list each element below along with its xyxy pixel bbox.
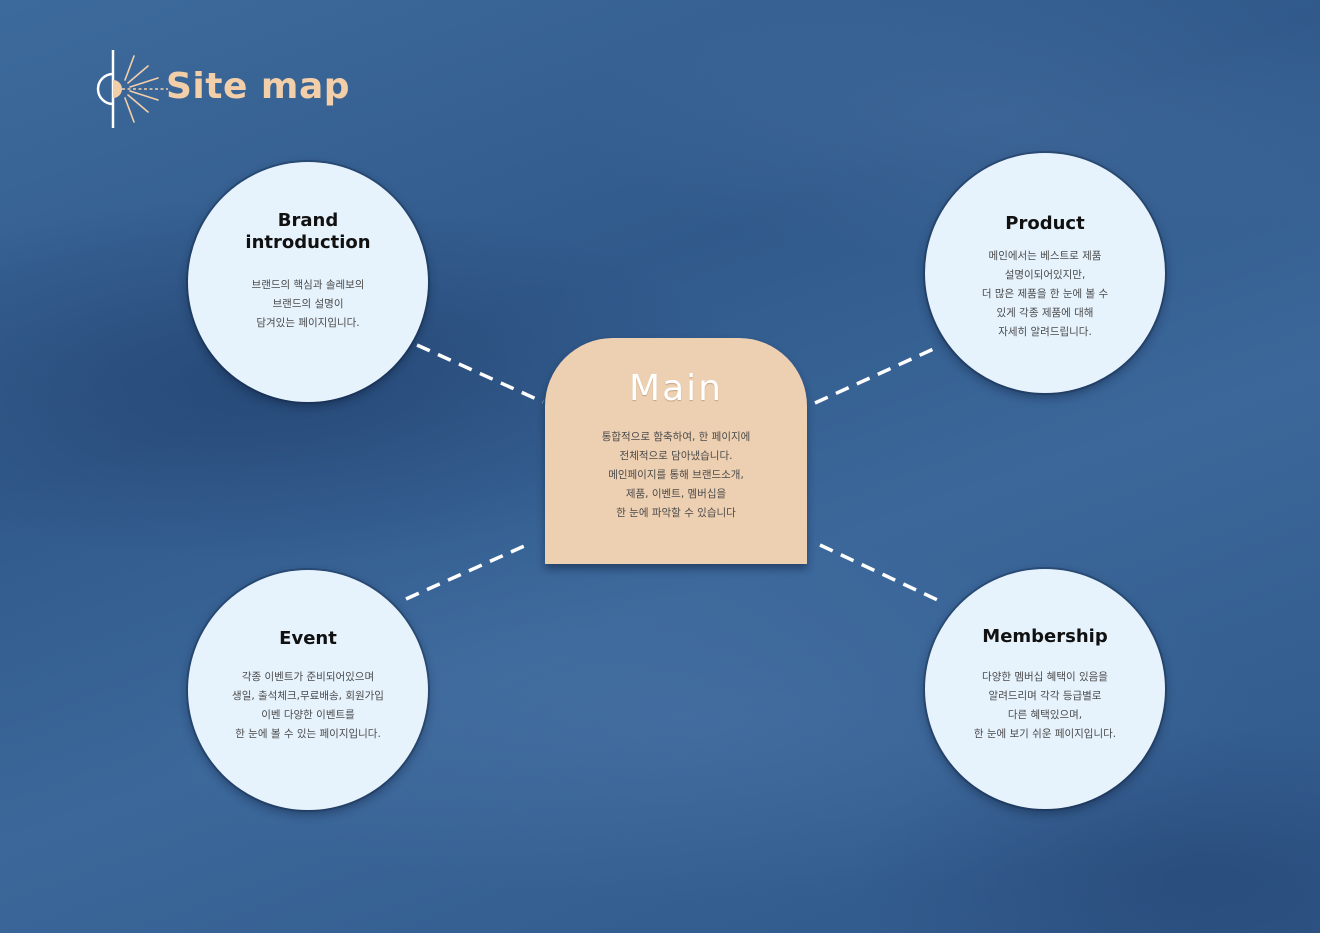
node-description-line: 담겨있는 페이지입니다. xyxy=(256,317,360,329)
main-card[interactable]: Main 통합적으로 함축하여, 한 페이지에 전체적으로 담아냈습니다. 메인… xyxy=(545,338,807,564)
node-description: 각종 이벤트가 준비되어있으며 생일, 출석체크,무료배송, 회원가입 이벤 다… xyxy=(204,668,412,744)
node-description-line: 각종 이벤트가 준비되어있으며 xyxy=(241,671,375,683)
node-description-line: 생일, 출석체크,무료배송, 회원가입 xyxy=(232,690,384,702)
connector-brand xyxy=(416,343,544,404)
node-description-line: 설명이되어있지만, xyxy=(1004,269,1086,281)
main-description-line: 메인페이지를 통해 브랜드소개, xyxy=(608,469,744,481)
node-event[interactable]: Event 각종 이벤트가 준비되어있으며 생일, 출석체크,무료배송, 회원가… xyxy=(188,570,428,810)
node-description: 메인에서는 베스트로 제품 설명이되어있지만, 더 많은 제품을 한 눈에 볼 … xyxy=(941,247,1149,342)
node-title: Brand introduction xyxy=(245,210,371,253)
node-title: Event xyxy=(279,628,337,649)
node-title: Membership xyxy=(982,626,1108,647)
connector-product xyxy=(814,344,941,405)
node-product[interactable]: Product 메인에서는 베스트로 제품 설명이되어있지만, 더 많은 제품을… xyxy=(925,153,1165,393)
main-description-line: 한 눈에 파악할 수 있습니다 xyxy=(616,507,736,519)
connector-membership xyxy=(819,543,945,605)
main-description-line: 제품, 이벤트, 멤버십을 xyxy=(625,488,727,500)
main-description-line: 전체적으로 담아냈습니다. xyxy=(619,450,733,462)
main-description: 통합적으로 함축하여, 한 페이지에 전체적으로 담아냈습니다. 메인페이지를 … xyxy=(555,428,797,523)
node-description-line: 더 많은 제품을 한 눈에 볼 수 xyxy=(981,288,1109,300)
node-description-line: 한 눈에 볼 수 있는 페이지입니다. xyxy=(235,728,381,740)
node-description-line: 알려드리며 각각 등급별로 xyxy=(988,690,1102,702)
node-description: 브랜드의 핵심과 솔레보의 브랜드의 설명이 담겨있는 페이지입니다. xyxy=(204,276,412,333)
node-description-line: 한 눈에 보기 쉬운 페이지입니다. xyxy=(973,728,1117,740)
node-description: 다양한 멤버십 혜택이 있음을 알려드리며 각각 등급별로 다른 혜택있으며, … xyxy=(941,668,1149,744)
node-membership[interactable]: Membership 다양한 멤버십 혜택이 있음을 알려드리며 각각 등급별로… xyxy=(925,569,1165,809)
node-description-line: 메인에서는 베스트로 제품 xyxy=(988,250,1102,262)
node-description-line: 브랜드의 설명이 xyxy=(272,298,344,310)
node-description-line: 자세히 알려드립니다. xyxy=(998,326,1092,338)
sun-half-circle-icon xyxy=(96,50,168,128)
node-description-line: 있게 각종 제품에 대해 xyxy=(996,307,1094,319)
node-title: Product xyxy=(1005,213,1085,234)
connector-event xyxy=(405,541,532,601)
main-description-line: 통합적으로 함축하여, 한 페이지에 xyxy=(601,431,751,443)
page-title: Site map xyxy=(166,66,350,107)
node-brand-introduction[interactable]: Brand introduction 브랜드의 핵심과 솔레보의 브랜드의 설명… xyxy=(188,162,428,402)
main-title: Main xyxy=(629,368,723,409)
node-description-line: 다양한 멤버십 혜택이 있음을 xyxy=(982,671,1108,683)
node-description-line: 이벤 다양한 이벤트를 xyxy=(261,709,355,721)
node-description-line: 브랜드의 핵심과 솔레보의 xyxy=(251,279,365,291)
node-description-line: 다른 혜택있으며, xyxy=(1007,709,1083,721)
